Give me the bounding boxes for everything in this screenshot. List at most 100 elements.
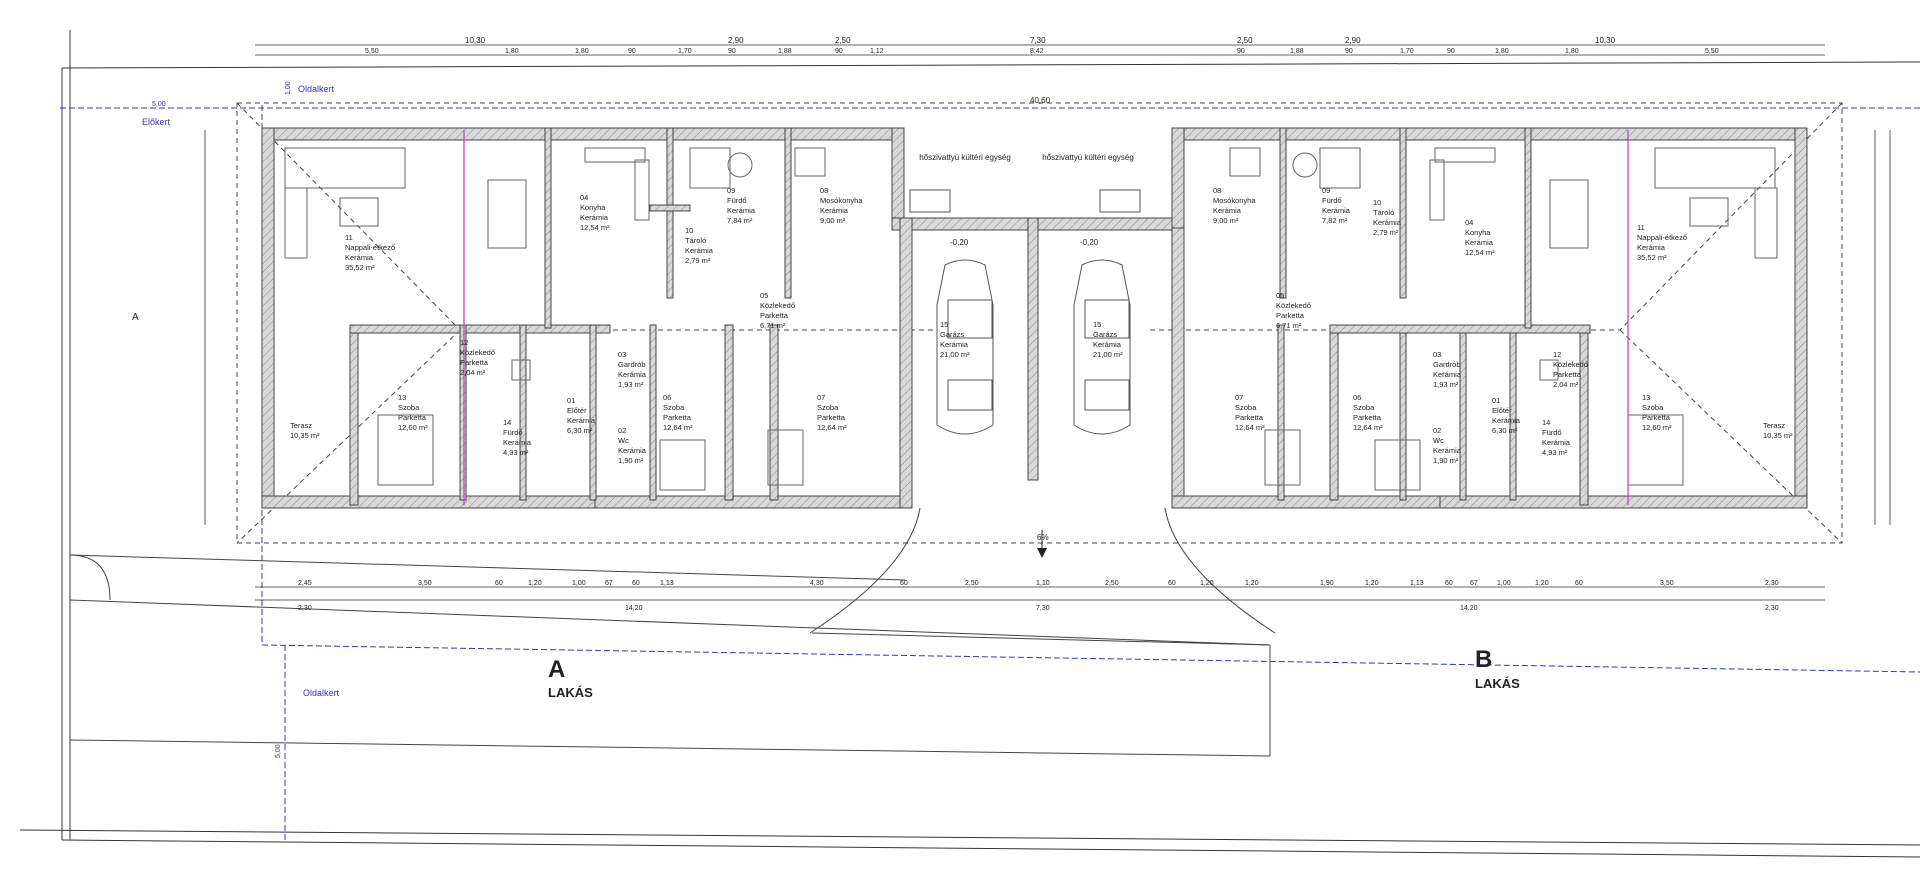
dim-text: 1,00	[1497, 580, 1511, 587]
dim-text: 7,30	[1036, 605, 1050, 612]
dim-text: 2,90	[1345, 36, 1361, 45]
dim-text: 1,10	[1036, 580, 1050, 587]
heat-pump-label: hőszivattyú kültéri egység	[1042, 153, 1134, 162]
dim-text: 60	[495, 580, 503, 587]
dim-text: 1,70	[1400, 48, 1414, 55]
level-label: -0,20	[950, 238, 969, 247]
dim-text: 5,00	[152, 101, 166, 108]
dim-text: 1,20	[1200, 580, 1214, 587]
dim-text: 90	[835, 48, 843, 55]
site-boundary	[19, 30, 1920, 858]
envelope-outline	[236, 102, 1843, 544]
dim-text: 1,00	[572, 580, 586, 587]
dims-bottom-row2: 2,30 14,20 7,30 14,20 2,30	[298, 605, 1779, 612]
dimension-lines	[204, 44, 1891, 601]
dim-text: 1,20	[528, 580, 542, 587]
dim-text: 2,30	[298, 605, 312, 612]
arrow-down-icon	[1037, 530, 1047, 558]
dim-text: 1,12	[870, 48, 884, 55]
dim-overall: 40,60	[1030, 96, 1051, 105]
dim-text: 14,20	[625, 605, 643, 612]
dim-text: 90	[728, 48, 736, 55]
interior-walls	[349, 127, 1591, 506]
section-mark: A	[132, 312, 139, 323]
dim-text: 90	[1447, 48, 1455, 55]
dim-text: 60	[632, 580, 640, 587]
dim-text: 1,80	[505, 48, 519, 55]
dim-text: 1,80	[1565, 48, 1579, 55]
dim-text: 2,50	[835, 36, 851, 45]
dim-text: 1,80	[575, 48, 589, 55]
dim-text: 5,50	[365, 48, 379, 55]
dim-text: 10,30	[465, 36, 486, 45]
dim-text: 1,13	[660, 580, 674, 587]
dim-text: 2,30	[1765, 580, 1779, 587]
unit-a-letter: A	[548, 656, 565, 683]
oldalkert-top-label: Oldalkert	[298, 84, 335, 94]
dim-text: 4,30	[810, 580, 824, 587]
unit-b-word: LAKÁS	[1475, 676, 1520, 691]
level-label: -0,20	[1080, 238, 1099, 247]
dim-text: 60	[1445, 580, 1453, 587]
dims-top-row: 10,30 2,90 2,50 7,30 2,50 2,90 10,30	[465, 36, 1616, 45]
dim-text: 8,42	[1030, 48, 1044, 55]
dim-text: 90	[1237, 48, 1245, 55]
section-lines	[463, 130, 1629, 505]
dim-text: 90	[1345, 48, 1353, 55]
dim-text: 1,90	[1320, 580, 1334, 587]
dim-text: 2,90	[728, 36, 744, 45]
dim-text: 1,70	[678, 48, 692, 55]
unit-b-letter: B	[1475, 646, 1492, 673]
dim-text: 2,30	[1765, 605, 1779, 612]
dim-text: 67	[605, 580, 613, 587]
slope-label: 6%	[1037, 533, 1049, 542]
dim-text: 3,50	[1660, 580, 1674, 587]
dim-text: 3,50	[418, 580, 432, 587]
dim-text: 1,88	[1290, 48, 1304, 55]
dim-text: 1,13	[1410, 580, 1424, 587]
dim-text: 1,00	[285, 81, 292, 95]
unit-a-word: LAKÁS	[548, 685, 593, 700]
furniture-b	[1229, 147, 1778, 491]
dim-text: 5,50	[1705, 48, 1719, 55]
oldalkert-bottom-label: Oldalkert	[303, 688, 340, 698]
dim-text: 1,88	[778, 48, 792, 55]
dim-text: 2,50	[1237, 36, 1253, 45]
dim-text: 1,80	[1495, 48, 1509, 55]
car-a	[936, 259, 994, 435]
dim-text: 2,50	[965, 580, 979, 587]
dim-text: 10,30	[1595, 36, 1616, 45]
dim-text: 2,45	[298, 580, 312, 587]
driveway	[69, 507, 1276, 757]
dims-bottom-row: 2,45 3,50 60 1,20 1,00 67 60 1,13 4,30 6…	[298, 580, 1779, 587]
dim-text: 60	[1575, 580, 1583, 587]
heat-pump-a	[909, 189, 951, 213]
